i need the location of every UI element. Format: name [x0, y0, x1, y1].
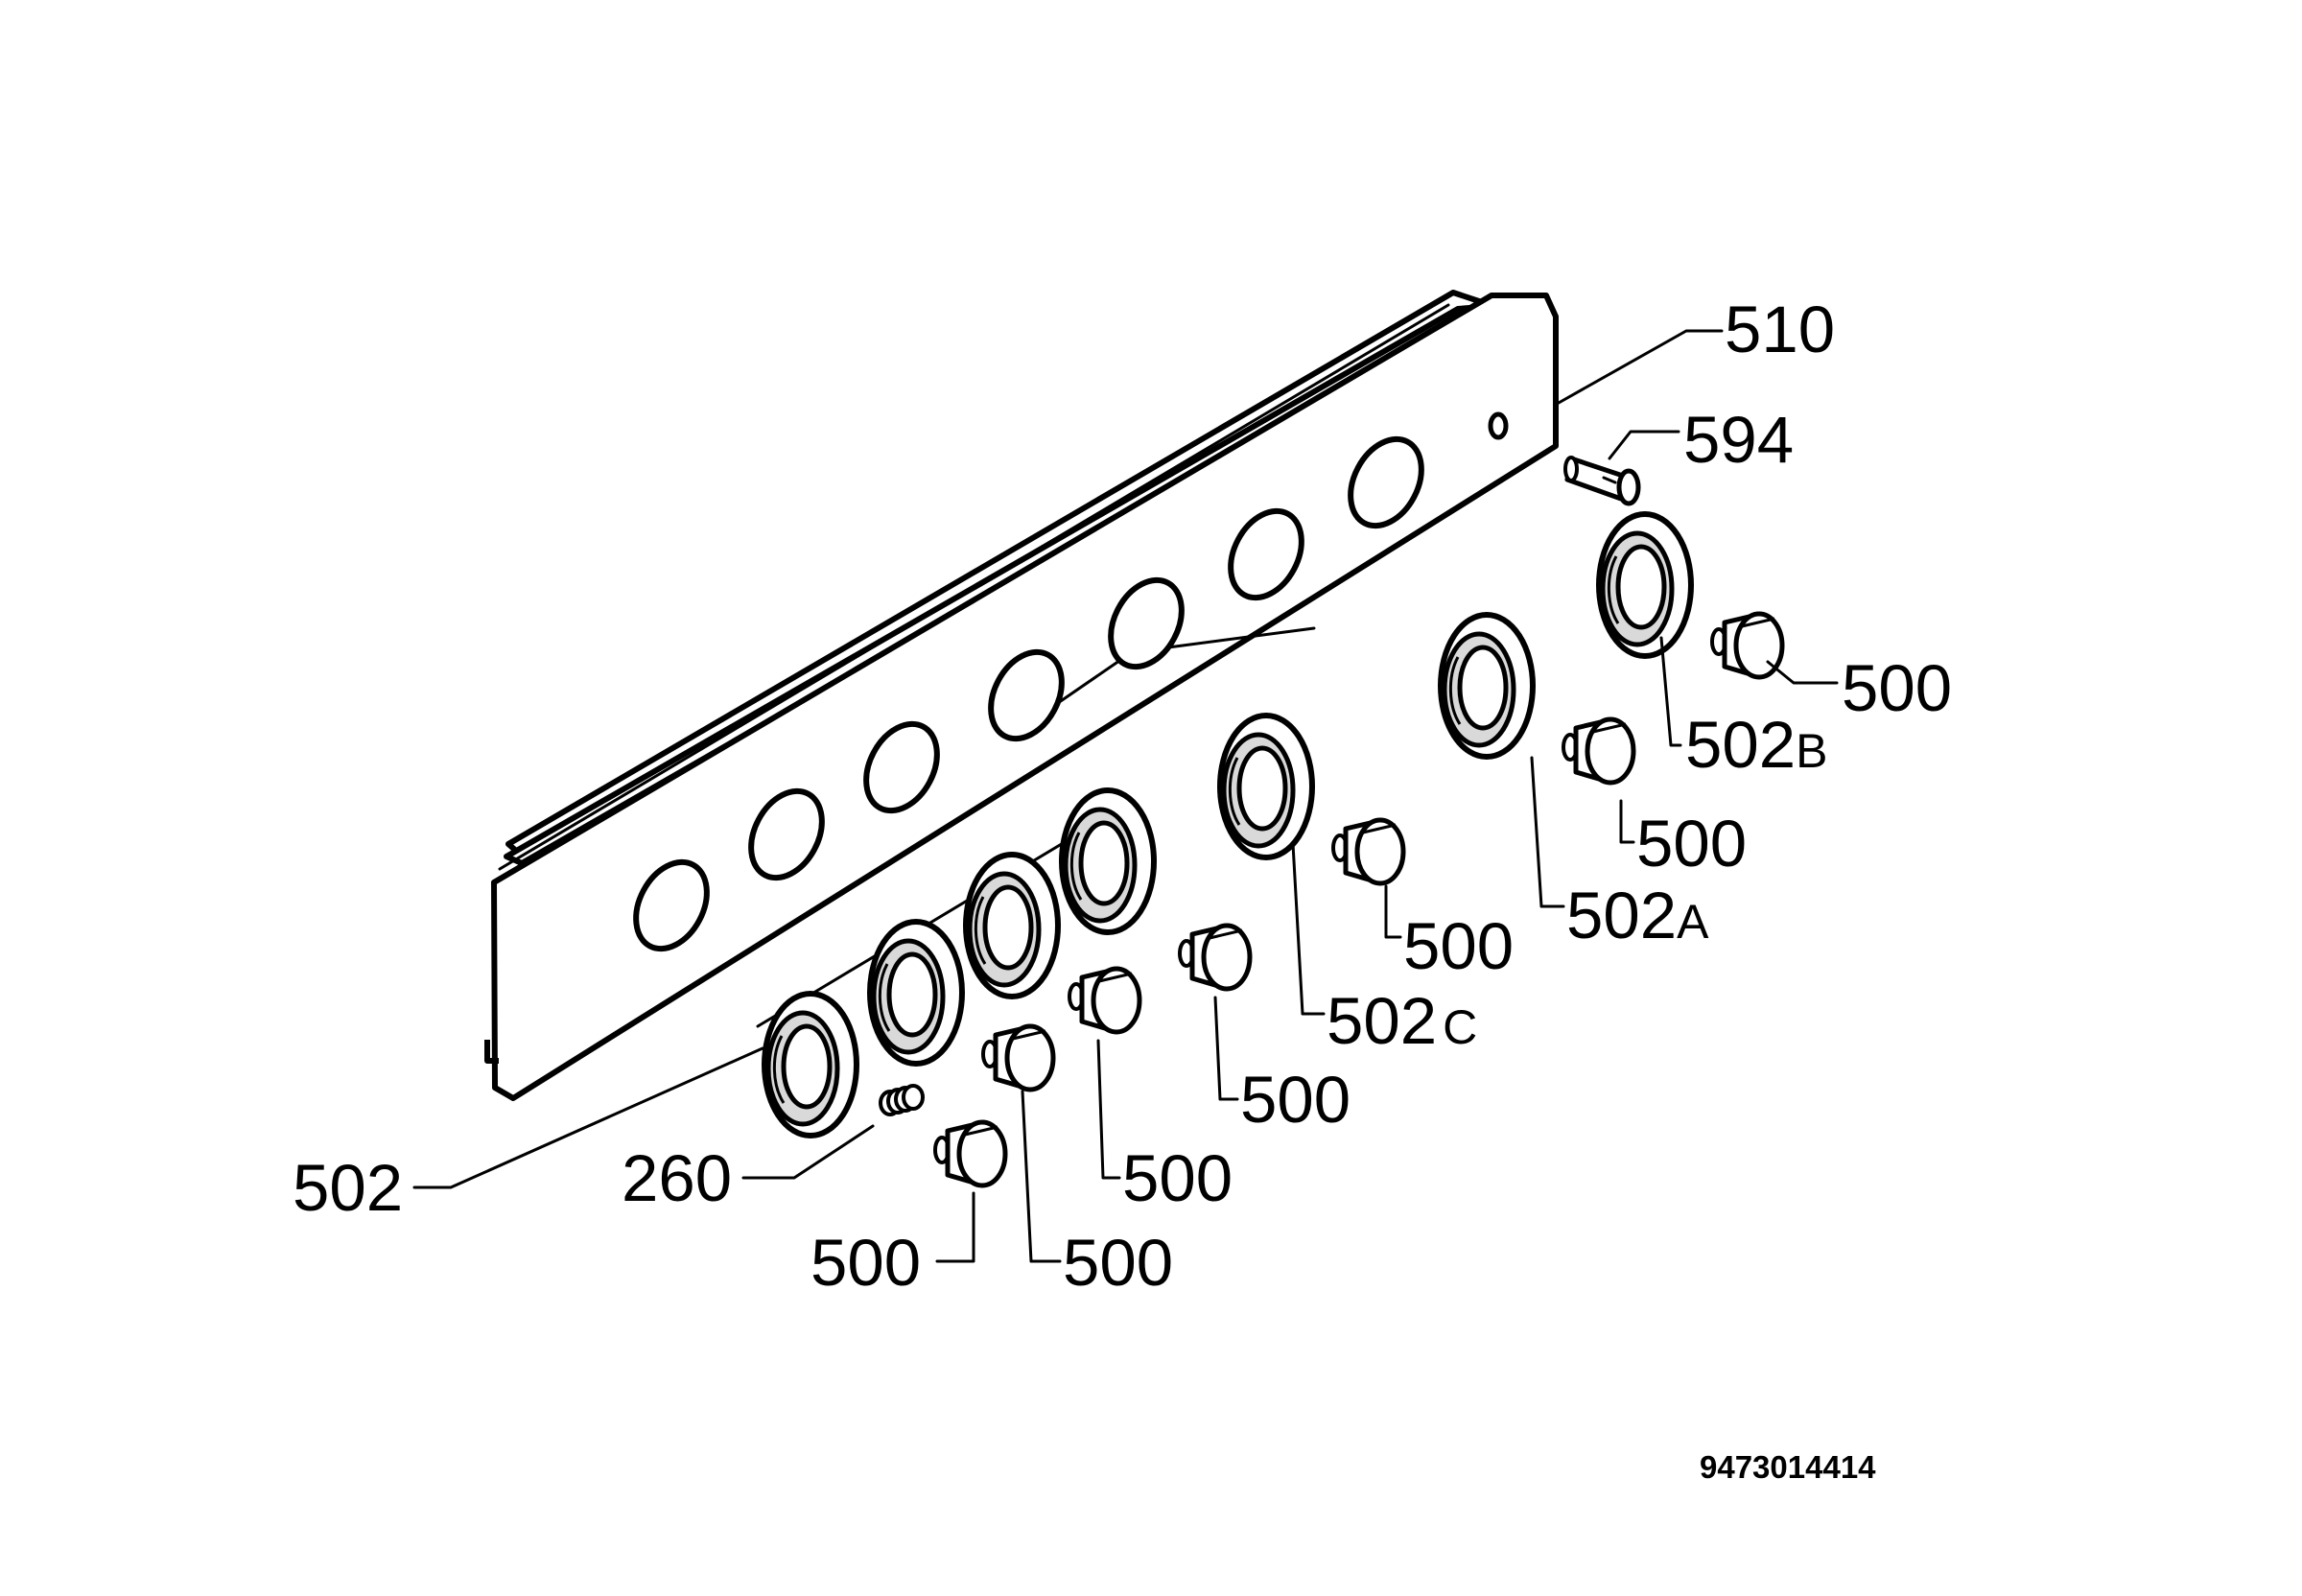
knob-1	[935, 1122, 1005, 1185]
label-502b: 502B	[1685, 708, 1827, 782]
knob-7	[1712, 614, 1782, 677]
bezel-502a	[1441, 615, 1533, 757]
knob-6	[1563, 719, 1633, 783]
label-502c-number: 502	[1327, 984, 1437, 1058]
control-panel	[484, 290, 1559, 1101]
document-number: 9473014414	[1700, 1449, 1876, 1485]
label-502b-suffix: B	[1796, 724, 1827, 778]
bezel-group-502	[756, 790, 1154, 1136]
label-500-knob-3: 500	[1122, 1141, 1233, 1215]
label-260: 260	[622, 1141, 732, 1215]
bezel-3	[966, 855, 1058, 997]
label-500-knob-7: 500	[1842, 651, 1952, 725]
bezel-4	[1062, 790, 1154, 932]
leader-lines	[412, 329, 1839, 1263]
bezel-2	[870, 922, 962, 1064]
label-502a-suffix: A	[1677, 895, 1709, 949]
label-502a: 502A	[1566, 879, 1709, 952]
panel-knob-holes	[633, 435, 1424, 952]
label-500-knob-1: 500	[810, 1226, 921, 1300]
label-500-knob-6: 500	[1636, 807, 1747, 880]
label-502c-suffix: C	[1443, 1000, 1477, 1054]
label-500-knob-2: 500	[1063, 1226, 1173, 1300]
label-500-knob-4: 500	[1240, 1063, 1351, 1137]
label-594: 594	[1683, 403, 1794, 477]
knob-2	[983, 1026, 1053, 1090]
panel-lip	[498, 303, 1450, 871]
knob-4	[1180, 926, 1250, 989]
bezel-502b	[1599, 514, 1691, 656]
label-510: 510	[1725, 293, 1835, 366]
label-502b-number: 502	[1685, 708, 1796, 782]
panel-screw-hole	[1488, 411, 1509, 440]
bezel-1	[764, 994, 857, 1136]
knob-3	[1069, 969, 1139, 1032]
panel-mount-tab	[484, 1040, 499, 1064]
knob-5	[1333, 820, 1403, 883]
label-502: 502	[293, 1151, 403, 1225]
label-502a-number: 502	[1566, 879, 1677, 952]
screw-594	[1563, 456, 1641, 506]
spring-260	[879, 1084, 925, 1116]
bezel-502c	[1220, 716, 1312, 857]
label-500-knob-5: 500	[1403, 909, 1514, 983]
